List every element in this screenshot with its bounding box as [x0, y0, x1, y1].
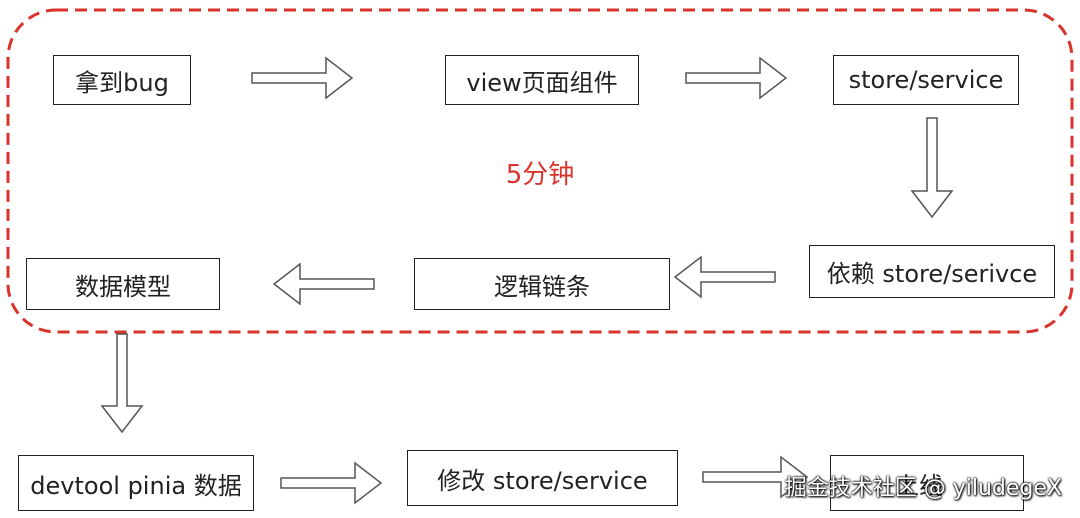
node-get-bug: 拿到bug	[53, 55, 191, 105]
arrow-store-service-to-dependency	[910, 117, 954, 219]
arrow-modify-store-to-go-live	[702, 455, 809, 499]
arrow-devtool-pinia-to-modify-store	[280, 461, 383, 505]
arrow-dependency-to-logic-chain	[673, 255, 776, 299]
node-data-model: 数据模型	[26, 258, 220, 310]
node-dependency: 依赖 store/serivce	[809, 245, 1055, 298]
node-modify-store: 修改 store/service	[407, 450, 678, 506]
group-time-label: 5分钟	[505, 159, 575, 190]
node-go-live: 上线	[830, 455, 1024, 511]
arrow-view-component-to-store-service	[685, 56, 788, 100]
watermark: 掘金技术社区 @ yiludegeX	[784, 476, 1062, 501]
arrow-get-bug-to-view-component	[251, 56, 354, 100]
arrow-logic-chain-to-data-model	[272, 262, 375, 306]
node-logic-chain: 逻辑链条	[414, 258, 670, 310]
node-store-service: store/service	[833, 55, 1019, 105]
five-minute-group-border	[6, 8, 1074, 334]
arrow-layer	[100, 56, 954, 505]
node-devtool-pinia: devtool pinia 数据	[18, 455, 254, 511]
node-view-component: view页面组件	[445, 55, 639, 105]
arrow-data-model-to-devtool-pinia	[100, 333, 144, 434]
